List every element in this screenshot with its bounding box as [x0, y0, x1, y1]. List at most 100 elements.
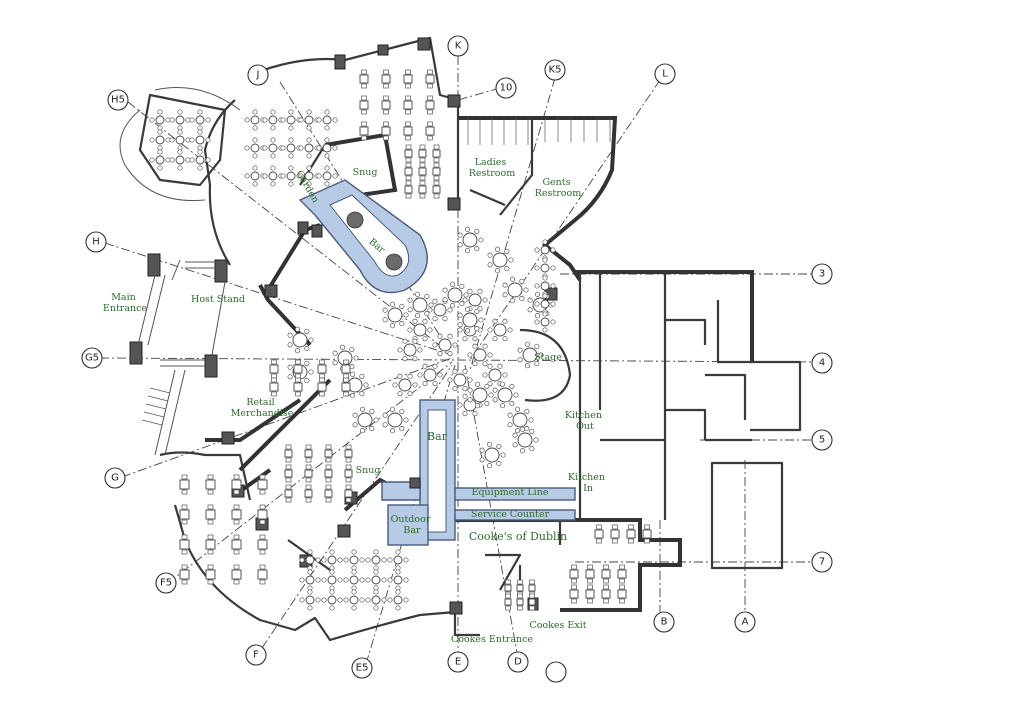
chair: [337, 597, 343, 603]
chair: [361, 95, 367, 101]
grid-marker-3: 3: [811, 263, 833, 285]
chair: [181, 549, 188, 555]
chair: [542, 327, 548, 333]
chair: [507, 327, 513, 333]
round-table: [371, 555, 381, 565]
chair: [542, 257, 548, 263]
chair: [365, 577, 371, 583]
chair: [517, 593, 523, 599]
svg-text:7: 7: [819, 557, 825, 568]
chair: [157, 129, 163, 135]
chair: [507, 412, 513, 418]
chair: [382, 307, 388, 313]
chair: [252, 125, 258, 131]
chair: [382, 422, 388, 428]
grid-marker-h5: H5: [107, 89, 129, 111]
chair: [332, 360, 338, 366]
chair: [321, 597, 327, 603]
square-table: [418, 149, 427, 158]
chair: [427, 69, 433, 75]
chair: [603, 578, 609, 584]
chair: [259, 579, 266, 585]
chair: [329, 589, 335, 595]
chair: [365, 557, 371, 563]
snug-top-label: Snug: [353, 167, 378, 178]
chair: [542, 275, 548, 281]
round-table: [540, 281, 550, 291]
chair: [450, 281, 456, 287]
chair: [517, 347, 523, 353]
square-table: [528, 584, 536, 592]
square-table: [585, 589, 595, 599]
chair: [534, 301, 540, 307]
square-table: [432, 167, 441, 176]
chair: [252, 109, 258, 115]
chair: [359, 597, 365, 603]
svg-text:E5: E5: [356, 663, 369, 674]
chair: [287, 374, 293, 380]
chair: [596, 538, 602, 544]
round-table: [473, 348, 487, 362]
chair: [550, 319, 556, 325]
chair: [369, 426, 375, 432]
chair: [343, 577, 349, 583]
chair: [465, 248, 471, 254]
svg-text:G5: G5: [85, 353, 99, 364]
furniture: [149, 69, 652, 611]
chair: [337, 577, 343, 583]
chair: [270, 109, 276, 115]
square-table: [504, 598, 512, 606]
square-table: [359, 100, 369, 110]
chair: [496, 461, 502, 467]
chair: [325, 477, 332, 483]
chair: [492, 397, 498, 403]
chair: [474, 326, 480, 332]
chair: [395, 569, 401, 575]
chair: [288, 125, 294, 131]
chair: [433, 162, 440, 168]
host-stand-label: Host Stand: [191, 294, 245, 305]
svg-text:L: L: [662, 69, 668, 80]
square-table: [403, 100, 413, 110]
square-table: [324, 469, 333, 478]
chair: [403, 597, 409, 603]
chair: [407, 307, 413, 313]
round-table: [322, 115, 332, 125]
round-table: [387, 412, 403, 428]
chair: [450, 303, 456, 309]
chair: [415, 291, 421, 297]
chair: [244, 173, 250, 179]
round-table: [393, 555, 403, 565]
chair: [233, 564, 240, 570]
round-table: [292, 332, 308, 348]
chair: [527, 297, 533, 303]
chair: [244, 145, 250, 151]
chair: [502, 282, 508, 288]
chair: [407, 297, 413, 303]
entrance-steps: [141, 387, 171, 426]
chair: [288, 109, 294, 115]
chair: [517, 605, 523, 611]
chair: [395, 589, 401, 595]
square-table: [341, 364, 351, 374]
round-table: [540, 245, 550, 255]
chair: [495, 246, 501, 252]
cookes-exit-label: Cookes Exit: [529, 620, 586, 631]
square-table: [317, 382, 327, 392]
chair: [345, 497, 352, 503]
chair: [233, 474, 240, 480]
chair: [534, 283, 540, 289]
chair: [644, 538, 650, 544]
chair: [424, 293, 430, 299]
chair: [405, 83, 411, 89]
chair: [233, 579, 240, 585]
round-table: [268, 143, 278, 153]
square-table: [528, 598, 536, 606]
chair: [359, 373, 365, 379]
chair: [508, 257, 514, 263]
chair: [207, 534, 214, 540]
chair: [181, 504, 188, 510]
chair: [496, 443, 502, 449]
chair: [149, 157, 155, 163]
svg-text:3: 3: [819, 269, 825, 280]
